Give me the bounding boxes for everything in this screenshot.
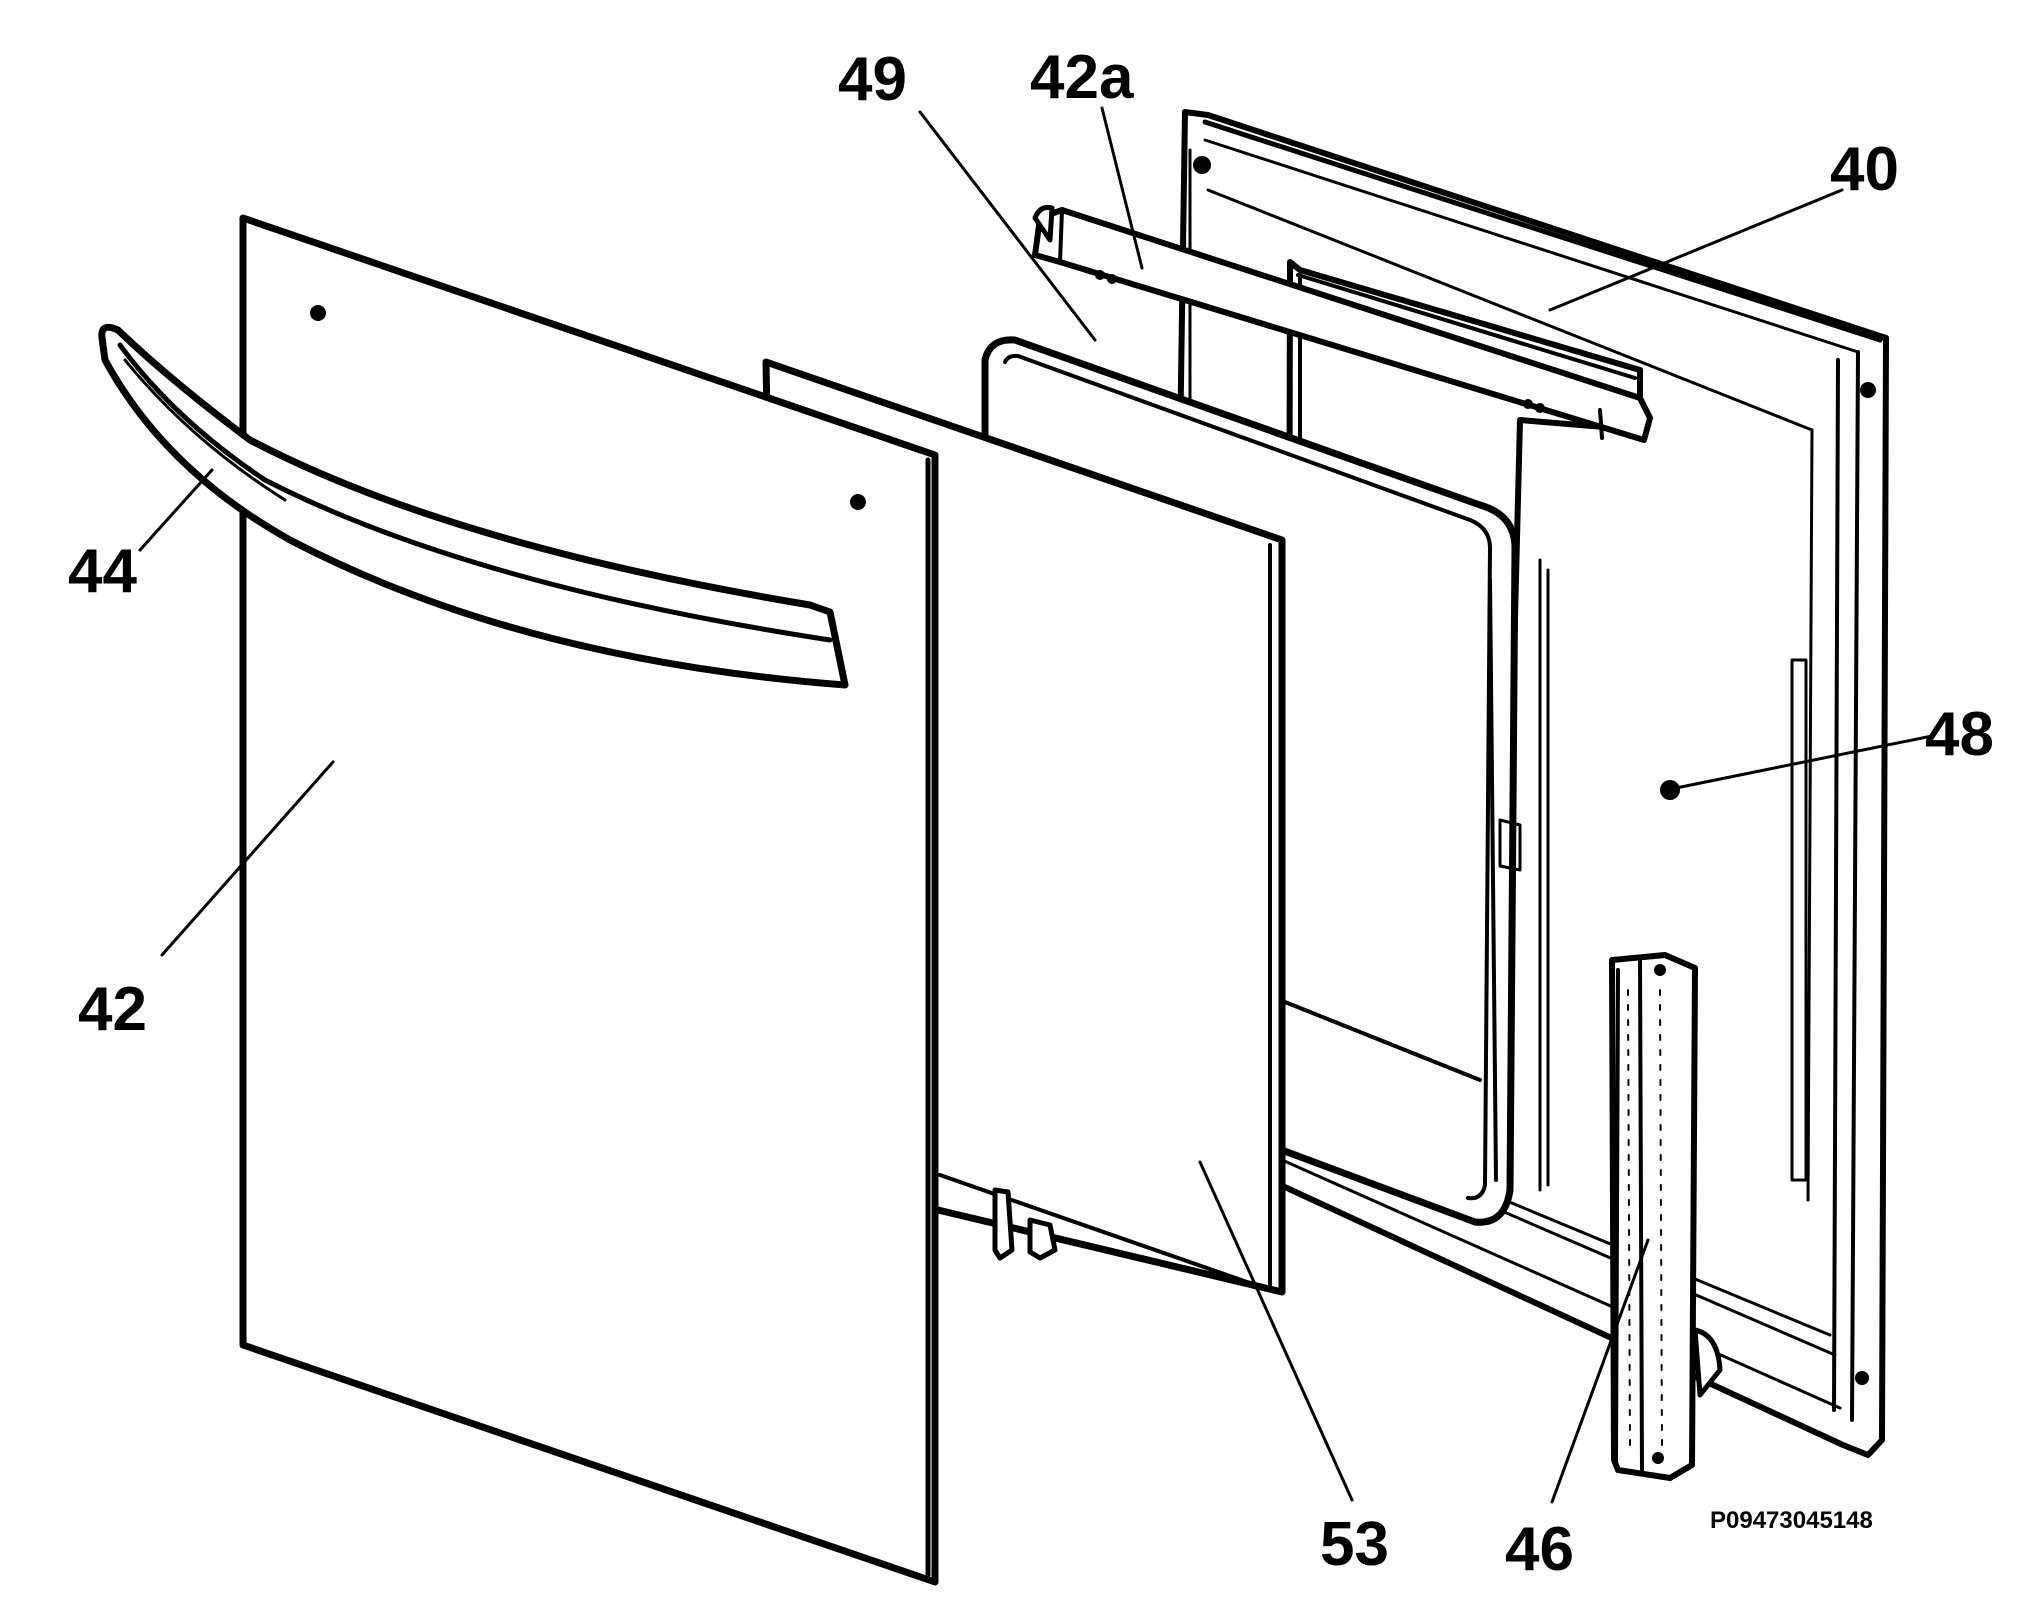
label-40: 40 <box>1830 135 1899 204</box>
leader-42a <box>1100 106 1144 270</box>
leader-49 <box>918 110 1097 342</box>
leader-lines <box>138 106 1934 1504</box>
leader-48 <box>1674 734 1934 790</box>
label-42a: 42a <box>1030 43 1134 112</box>
label-46: 46 <box>1505 1515 1574 1584</box>
label-42: 42 <box>78 975 147 1044</box>
label-53: 53 <box>1320 1510 1389 1579</box>
leader-46 <box>1550 1238 1650 1504</box>
leader-42 <box>160 760 335 957</box>
handle-44 <box>98 323 849 689</box>
front-door-panel-42 <box>239 214 939 1586</box>
side-rail-46 <box>1609 952 1723 1481</box>
label-49: 49 <box>838 45 907 114</box>
drawing-code: P09473045148 <box>1710 1507 1873 1534</box>
top-rail-42a <box>1032 205 1653 443</box>
label-48: 48 <box>1925 700 1994 769</box>
leader-44 <box>138 468 214 552</box>
leader-40 <box>1548 188 1844 312</box>
leader-53 <box>1198 1160 1354 1502</box>
label-44: 44 <box>68 537 137 606</box>
